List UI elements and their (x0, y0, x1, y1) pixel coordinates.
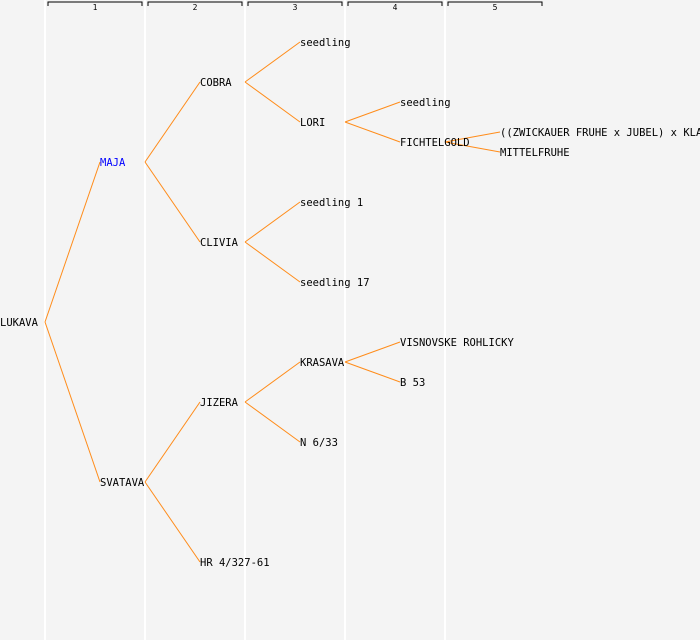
ancestor-node: CLIVIA (200, 237, 239, 249)
pedigree-link (344, 361, 401, 383)
pedigree-link (344, 341, 401, 363)
ancestor-node: seedling 17 (300, 277, 370, 289)
pedigree-link (244, 201, 301, 243)
pedigree-link (144, 161, 201, 243)
pedigree-link (244, 241, 301, 283)
pedigree-link (44, 321, 101, 483)
pedigree-link (144, 481, 201, 563)
generation-bracket (447, 1, 543, 6)
pedigree-link (244, 81, 301, 123)
generation-bracket (347, 1, 443, 6)
ancestor-node: FICHTELGOLD (400, 137, 470, 149)
pedigree-link (344, 121, 401, 143)
ancestor-node: LORI (300, 117, 325, 129)
pedigree-link (244, 361, 301, 403)
pedigree-link (244, 41, 301, 83)
pedigree-link (344, 101, 401, 123)
ancestor-node: seedling 1 (300, 197, 363, 209)
ancestor-node[interactable]: MAJA (100, 157, 126, 169)
generation-label: 4 (393, 3, 398, 12)
generation-label: 5 (493, 3, 498, 12)
pedigree-link (44, 161, 101, 323)
ancestor-node: JIZERA (200, 397, 239, 409)
generation-label: 1 (93, 3, 98, 12)
ancestor-node: MITTELFRUHE (500, 147, 570, 159)
ancestor-node: KRASAVA (300, 357, 345, 369)
ancestor-node: seedling (300, 37, 351, 49)
pedigree-link (144, 401, 201, 483)
pedigree-link (444, 141, 501, 153)
generation-label: 2 (193, 3, 198, 12)
generation-label: 3 (293, 3, 298, 12)
generation-bracket (247, 1, 343, 6)
ancestor-node: N 6/33 (300, 437, 338, 449)
pedigree-link (144, 81, 201, 163)
ancestor-node: COBRA (200, 77, 232, 89)
ancestor-node: VISNOVSKE ROHLICKY (400, 337, 514, 349)
ancestor-node: HR 4/327-61 (200, 557, 270, 569)
root-node: LUKAVA (0, 317, 39, 329)
generation-bracket (47, 1, 143, 6)
ancestor-node: SVATAVA (100, 477, 145, 489)
ancestor-node: seedling (400, 97, 451, 109)
pedigree-link (244, 401, 301, 443)
generation-bracket (147, 1, 243, 6)
ancestor-node: ((ZWICKAUER FRUHE x JUBEL) x KLARA (500, 127, 700, 139)
pedigree-link (444, 131, 501, 143)
ancestor-node: B 53 (400, 377, 425, 389)
